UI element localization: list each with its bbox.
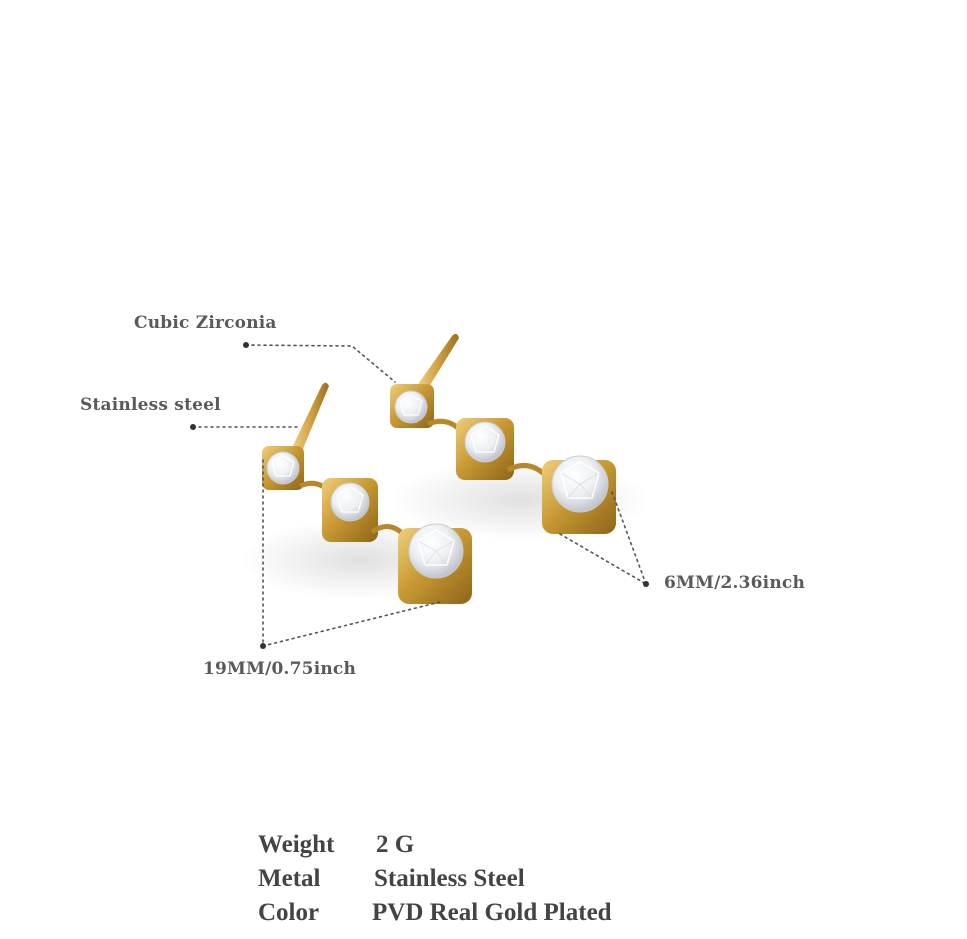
spec-label: Weight bbox=[258, 831, 335, 858]
spec-row-metal: Metal Stainless Steel bbox=[258, 862, 612, 896]
spec-value: PVD Real Gold Plated bbox=[372, 899, 612, 926]
leader-dot bbox=[190, 424, 196, 430]
earring-post bbox=[290, 382, 329, 456]
dimension-line-19mm-diagonal bbox=[262, 601, 441, 647]
spec-row-color: Color PVD Real Gold Plated bbox=[258, 896, 612, 930]
label-stone-size: 6MM/2.36inch bbox=[664, 573, 806, 593]
label-drop-length: 19MM/0.75inch bbox=[203, 659, 357, 679]
leader-dot bbox=[643, 581, 649, 587]
dimension-line-6mm-lower bbox=[559, 533, 647, 585]
spec-value: Stainless Steel bbox=[374, 865, 525, 892]
label-stainless-steel: Stainless steel bbox=[80, 395, 221, 415]
earring-post bbox=[414, 333, 459, 395]
large-stone-setting bbox=[398, 523, 472, 604]
spec-label: Metal bbox=[258, 865, 321, 892]
spec-label: Color bbox=[258, 899, 320, 926]
spec-value: 2 G bbox=[376, 831, 415, 858]
small-stone-setting bbox=[262, 446, 304, 490]
right-earring bbox=[390, 333, 616, 534]
small-stone-setting bbox=[390, 384, 434, 428]
leader-line-cubic-zirconia bbox=[245, 344, 396, 383]
middle-stone-setting bbox=[456, 418, 514, 480]
middle-stone-setting bbox=[322, 478, 378, 542]
spec-row-weight: Weight 2 G bbox=[258, 828, 612, 862]
label-cubic-zirconia: Cubic Zirconia bbox=[134, 313, 277, 333]
large-stone-setting bbox=[542, 455, 616, 534]
dimension-line-6mm-upper bbox=[611, 491, 647, 585]
specifications: Weight 2 G Metal Stainless Steel Color P… bbox=[258, 828, 612, 930]
left-earring bbox=[262, 382, 472, 604]
leader-dot bbox=[260, 643, 266, 649]
leader-dot bbox=[243, 342, 249, 348]
